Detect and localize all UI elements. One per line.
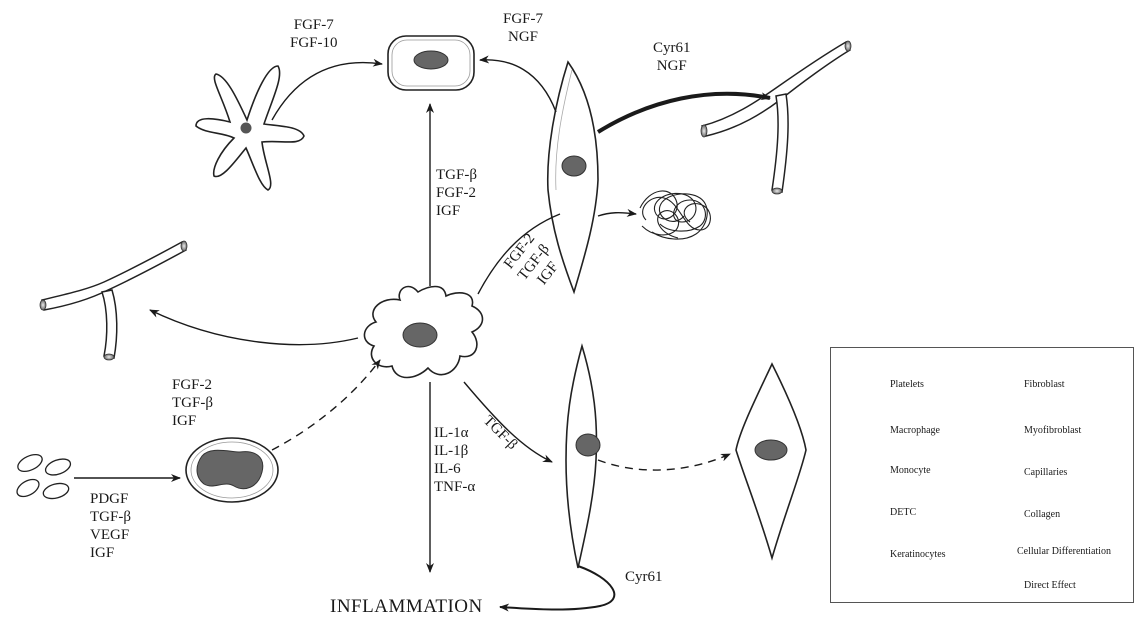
- label-fibroblast-to-capillary: Cyr61 NGF: [653, 39, 691, 75]
- myofibroblast-cell: [736, 364, 806, 558]
- capillary-top-right: [701, 41, 851, 194]
- arrow-fibroblast-to-myofibroblast: [598, 454, 730, 470]
- legend-label-myofibroblast: Myofibroblast: [1024, 425, 1081, 437]
- legend-label-direct-effect: Direct Effect: [1024, 580, 1076, 592]
- legend-label-fibroblast: Fibroblast: [1024, 379, 1065, 391]
- fibroblast-cell-bottom: [566, 346, 600, 568]
- platelets-cells: [14, 451, 73, 501]
- monocyte-cell: [186, 438, 278, 502]
- capillary-left: [40, 241, 187, 360]
- label-macrophage-to-inflammation: IL-1α IL-1β IL-6 TNF-α: [434, 424, 475, 496]
- legend-label-detc: DETC: [890, 507, 916, 519]
- inflammation-label: INFLAMMATION: [330, 596, 483, 618]
- collagen-bundle: [640, 191, 710, 239]
- arrow-macrophage-to-capillary: [150, 310, 358, 345]
- legend-label-keratinocytes: Keratinocytes: [890, 549, 946, 561]
- label-fibroblast-to-keratinocyte: FGF-7 NGF: [503, 10, 543, 46]
- detc-cell: [196, 66, 304, 190]
- legend-label-platelets: Platelets: [890, 379, 924, 391]
- label-dctc-to-keratinocyte: FGF-7 FGF-10: [290, 16, 338, 52]
- keratinocyte-cell: [388, 36, 474, 90]
- arrow-fibroblast-to-collagen: [598, 213, 636, 216]
- macrophage-cell: [364, 287, 482, 378]
- label-fibroblast-to-inflammation: Cyr61: [625, 568, 663, 586]
- legend-box: Platelets Macrophage Monocyte DETC Kerat…: [830, 347, 1134, 603]
- label-macrophage-to-capillary: FGF-2 TGF-β IGF: [172, 376, 213, 430]
- label-macrophage-to-keratinocyte: TGF-β FGF-2 IGF: [436, 166, 477, 220]
- arrow-monocyte-to-macrophage: [272, 360, 380, 450]
- legend-label-capillaries: Capillaries: [1024, 467, 1067, 479]
- legend-label-monocyte: Monocyte: [890, 465, 931, 477]
- legend-label-collagen: Collagen: [1024, 509, 1060, 521]
- arrow-fibroblast-to-keratinocyte: [480, 60, 556, 112]
- arrow-detc-to-keratinocyte: [272, 63, 382, 120]
- legend-label-macrophage: Macrophage: [890, 425, 940, 437]
- label-platelets-to-monocyte: PDGF TGF-β VEGF IGF: [90, 490, 131, 562]
- legend-label-cellular-differentiation: Cellular Differentiation: [1017, 546, 1117, 558]
- arrow-fibroblast-to-inflammation: [500, 566, 614, 610]
